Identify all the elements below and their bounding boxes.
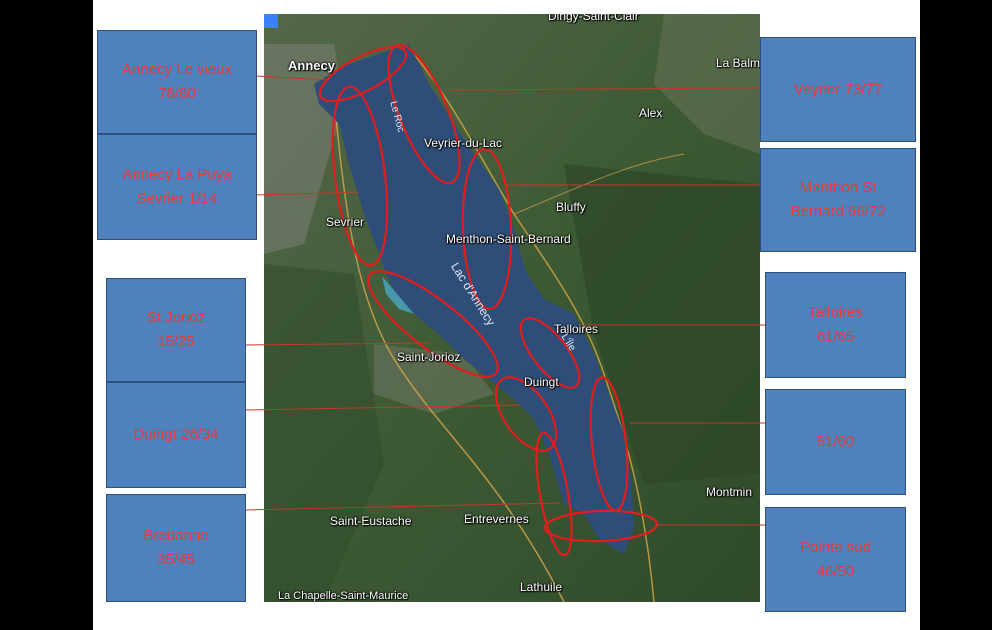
zone-range: 78/80 — [158, 85, 196, 102]
forest — [264, 264, 384, 602]
zone-range: 51/60 — [816, 433, 855, 450]
zone-name: Menthon St — [799, 179, 877, 196]
zone-range: 46/50 — [816, 562, 855, 580]
place-menthon: Menthon-Saint-Bernard — [446, 232, 571, 246]
urban-area — [654, 14, 760, 154]
urban-area — [374, 344, 494, 414]
zone-box-menthon: Menthon St Bernard 66/72 — [760, 148, 916, 252]
zone-box-talloires: Talloires 61/65 — [765, 272, 906, 378]
zone-outline-pointe-sud — [543, 509, 659, 543]
zone-range: 15/25 — [157, 333, 195, 350]
zone-name: Talloires — [807, 304, 864, 321]
place-saint-jorioz: Saint-Jorioz — [397, 350, 461, 364]
place-lathuile: Lathuile — [520, 580, 563, 594]
zone-box-duingt: Duingt 26/34 — [106, 382, 246, 488]
lake-map[interactable]: Dingy-Saint-Clair Annecy La Balm Alex Ve… — [264, 14, 760, 602]
lake-shallows — [382, 276, 414, 314]
zone-box-annecy-le-vieux: Annecy Le vieux 78/80 — [97, 30, 257, 134]
zone-outline-veyrier — [387, 43, 461, 185]
place-la-chapelle: La Chapelle-Saint-Maurice — [278, 590, 409, 602]
map-graphics — [264, 14, 760, 602]
place-saint-eustache: Saint-Eustache — [330, 514, 412, 528]
zone-name: Veyrier 73/77 — [793, 80, 883, 98]
zone-box-bredanne: Bredanne 35/45 — [106, 494, 246, 602]
zone-box-51-60: 51/60 — [765, 389, 906, 495]
zone-name: Annecy La Puya — [122, 166, 232, 183]
place-talloires: Talloires — [554, 322, 599, 336]
zone-name: Annecy Le vieux — [121, 61, 233, 78]
place-bluffy: Bluffy — [556, 200, 586, 214]
zone-outline-talloires — [519, 317, 581, 389]
zone-name: Pointe sud — [800, 538, 871, 556]
zone-outline-la-puya — [331, 85, 389, 267]
road — [513, 153, 685, 215]
map-corner-marker — [264, 14, 278, 28]
zone-name: Bredanne — [143, 527, 209, 544]
zone-range: Sevrier 1/14 — [136, 190, 218, 207]
zone-range: 61/65 — [816, 328, 855, 345]
place-la-balme: La Balm — [716, 56, 760, 70]
zone-range: 35/45 — [157, 551, 195, 568]
zone-outline-duingt — [494, 376, 558, 452]
zone-outline-menthon — [461, 147, 513, 311]
zone-outlines — [318, 43, 659, 557]
zone-name: Duingt 26/34 — [133, 426, 219, 443]
place-duingt: Duingt — [524, 375, 559, 389]
zone-outline-bredanne — [535, 431, 573, 557]
place-alex: Alex — [639, 106, 663, 120]
road — [413, 53, 655, 602]
place-entrevernes: Entrevernes — [464, 512, 529, 526]
place-dingy: Dingy-Saint-Clair — [548, 14, 639, 23]
place-annecy: Annecy — [288, 58, 335, 73]
zone-box-st-jorioz: St Jorioz 15/25 — [106, 278, 246, 382]
zone-outline-annecy-le-vieux — [318, 45, 408, 103]
zone-range: Bernard 66/72 — [790, 203, 886, 220]
forest — [564, 164, 760, 484]
place-montmin: Montmin — [706, 485, 753, 499]
zone-box-annecy-la-puya: Annecy La Puya Sevrier 1/14 — [97, 134, 257, 240]
zone-box-pointe-sud: Pointe sud 46/50 — [765, 507, 906, 612]
lake — [314, 44, 634, 554]
place-sevrier: Sevrier — [326, 215, 365, 229]
zone-name: St Jorioz — [146, 309, 206, 326]
zone-box-veyrier: Veyrier 73/77 — [760, 37, 916, 142]
place-veyrier-du-lac: Veyrier-du-Lac — [424, 136, 503, 150]
